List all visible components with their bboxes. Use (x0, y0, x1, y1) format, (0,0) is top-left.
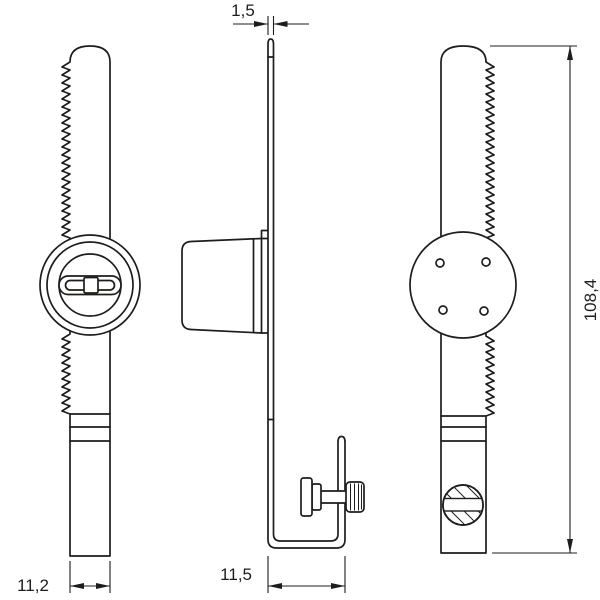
thumbscrew (300, 477, 365, 517)
strip-and-hook-bracket (267, 38, 346, 549)
back-view (409, 45, 517, 554)
cylinder-top-step (260, 229, 269, 240)
key-cross-section (83, 276, 99, 294)
dimension-bracket-depth: 11,5 (220, 556, 346, 593)
plate-screw-hole-bottom-right (479, 306, 489, 316)
thumbscrew-washer-large (300, 477, 313, 517)
dimension-bar-width: 11,2 (17, 561, 111, 595)
dim-bar-width-label: 11,2 (17, 576, 49, 595)
plate-screw-hole-top-right (481, 257, 491, 267)
front-view (39, 45, 141, 557)
side-view (181, 38, 365, 549)
mounting-plate (409, 231, 517, 339)
dim-bracket-depth-label: 11,5 (220, 565, 252, 584)
thumbscrew-shaft (318, 490, 349, 504)
screw-head-outline (442, 484, 484, 526)
dim-overall-height-label: 108,4 (581, 279, 600, 322)
dimension-overall-height: 108,4 (490, 45, 600, 554)
plate-screw-hole-top-left (435, 258, 445, 268)
dim-strip-thickness-label: 1,5 (231, 1, 255, 20)
lock-face-middle-ring (46, 241, 134, 329)
cylinder-body (181, 237, 269, 334)
thumbscrew-washer-small (311, 483, 322, 511)
clamp-screw-head (442, 484, 484, 526)
plate-screw-hole-bottom-left (438, 305, 448, 315)
knurling-lines (350, 483, 362, 511)
dimension-strip-thickness: 1,5 (231, 1, 309, 35)
screw-slot (443, 497, 483, 512)
